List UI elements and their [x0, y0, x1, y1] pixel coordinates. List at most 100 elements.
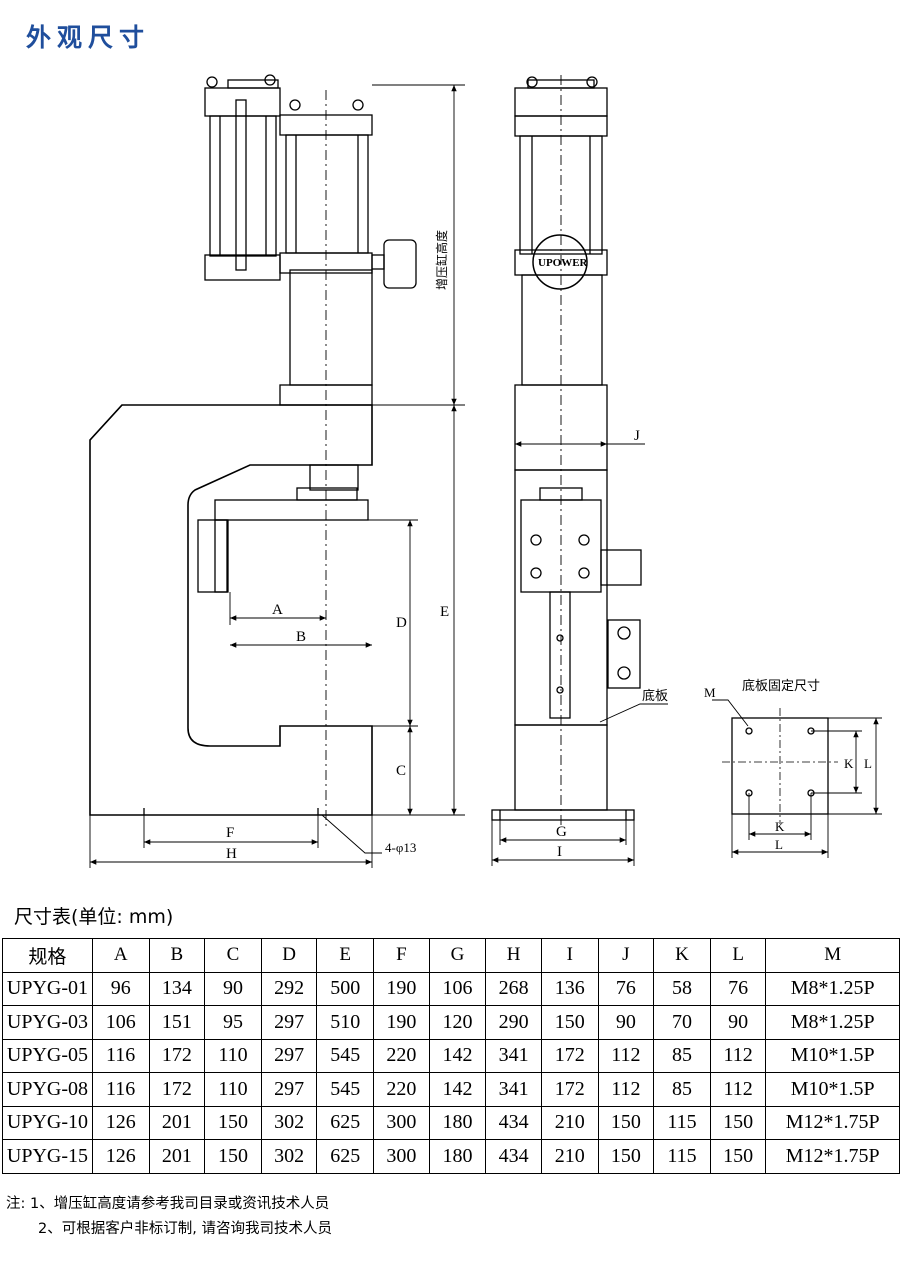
- booster-height-label: 增压缸高度: [434, 230, 449, 290]
- plate-label-L-side: L: [864, 756, 872, 771]
- value-cell: 297: [260, 1005, 318, 1040]
- value-cell: 112: [597, 1038, 655, 1073]
- dim-label-A: A: [272, 602, 283, 618]
- front-view: [89, 74, 417, 828]
- dim-label-I: I: [557, 844, 562, 860]
- value-cell: 302: [260, 1105, 318, 1140]
- value-cell: M12*1.75P: [765, 1139, 900, 1174]
- value-cell: 625: [316, 1105, 375, 1140]
- value-cell: 297: [260, 1038, 318, 1073]
- value-cell: 341: [485, 1072, 542, 1107]
- base-plate-dimensions: [731, 717, 882, 858]
- plate-label-M: M: [704, 685, 716, 700]
- value-cell: 268: [485, 971, 542, 1006]
- model-cell: UPYG-03: [2, 1005, 93, 1040]
- note-1: 注: 1、增压缸高度请参考我司目录或资讯技术人员: [6, 1196, 330, 1212]
- base-plate-view: [712, 699, 838, 824]
- value-cell: 210: [540, 1139, 599, 1174]
- value-cell: 220: [373, 1038, 430, 1073]
- dim-label-E: E: [440, 604, 449, 620]
- value-cell: 112: [709, 1072, 767, 1107]
- upower-logo: [532, 234, 588, 290]
- value-cell: 142: [428, 1072, 487, 1107]
- value-cell: 76: [709, 971, 767, 1006]
- value-cell: 510: [316, 1005, 375, 1040]
- value-cell: M10*1.5P: [765, 1072, 900, 1107]
- value-cell: 150: [204, 1105, 262, 1140]
- upower-logo-text: UPOWER: [538, 257, 589, 269]
- value-cell: 300: [373, 1105, 430, 1140]
- value-cell: 126: [91, 1105, 150, 1140]
- column-header: A: [91, 938, 150, 973]
- value-cell: 190: [373, 1005, 430, 1040]
- front-dimensions: [89, 84, 465, 868]
- dimension-drawing: A B D C E F H 4-φ13 增压缸高度: [89, 74, 882, 868]
- value-cell: 116: [91, 1038, 150, 1073]
- value-cell: 142: [428, 1038, 487, 1073]
- value-cell: 500: [316, 971, 375, 1006]
- column-header: D: [260, 938, 318, 973]
- plate-label-K-bottom: K: [775, 819, 785, 834]
- value-cell: 172: [148, 1038, 206, 1073]
- column-header: C: [204, 938, 262, 973]
- value-cell: 106: [91, 1005, 150, 1040]
- value-cell: 85: [653, 1072, 711, 1107]
- value-cell: 172: [540, 1072, 599, 1107]
- value-cell: 90: [597, 1005, 655, 1040]
- value-cell: 434: [485, 1139, 542, 1174]
- value-cell: 96: [91, 971, 150, 1006]
- value-cell: 545: [316, 1038, 375, 1073]
- dim-label-G: G: [556, 824, 567, 840]
- value-cell: 136: [540, 971, 599, 1006]
- value-cell: 126: [91, 1139, 150, 1174]
- value-cell: 434: [485, 1105, 542, 1140]
- model-cell: UPYG-05: [2, 1038, 93, 1073]
- value-cell: M8*1.25P: [765, 971, 900, 1006]
- value-cell: 70: [653, 1005, 711, 1040]
- column-header: F: [373, 938, 430, 973]
- base-plate-label: 底板: [642, 688, 668, 703]
- value-cell: 116: [91, 1072, 150, 1107]
- page-title: 外观尺寸: [26, 23, 151, 52]
- value-cell: 150: [597, 1139, 655, 1174]
- value-cell: 172: [540, 1038, 599, 1073]
- column-header: 规格: [2, 938, 93, 973]
- c-frame: [89, 404, 373, 816]
- value-cell: 58: [653, 971, 711, 1006]
- column-header: H: [485, 938, 542, 973]
- value-cell: 106: [428, 971, 487, 1006]
- value-cell: 85: [653, 1038, 711, 1073]
- value-cell: 76: [597, 971, 655, 1006]
- value-cell: 210: [540, 1105, 599, 1140]
- value-cell: 302: [260, 1139, 318, 1174]
- dim-label-F: F: [226, 825, 234, 841]
- model-cell: UPYG-08: [2, 1072, 93, 1107]
- value-cell: 90: [204, 971, 262, 1006]
- dim-label-C: C: [396, 763, 406, 779]
- value-cell: 172: [148, 1072, 206, 1107]
- value-cell: 134: [148, 971, 206, 1006]
- side-view: [491, 75, 642, 828]
- plate-label-K-side: K: [844, 756, 854, 771]
- value-cell: 95: [204, 1005, 262, 1040]
- column-header: B: [148, 938, 206, 973]
- value-cell: 150: [597, 1105, 655, 1140]
- value-cell: 90: [709, 1005, 767, 1040]
- column-header: J: [597, 938, 655, 973]
- value-cell: 112: [709, 1038, 767, 1073]
- value-cell: M8*1.25P: [765, 1005, 900, 1040]
- value-cell: 115: [653, 1139, 711, 1174]
- value-cell: 150: [540, 1005, 599, 1040]
- value-cell: 110: [204, 1038, 262, 1073]
- value-cell: 110: [204, 1072, 262, 1107]
- hole-label: 4-φ13: [385, 840, 416, 855]
- column-header: K: [653, 938, 711, 973]
- dim-label-B: B: [296, 629, 306, 645]
- dim-label-D: D: [396, 615, 407, 631]
- value-cell: 180: [428, 1139, 487, 1174]
